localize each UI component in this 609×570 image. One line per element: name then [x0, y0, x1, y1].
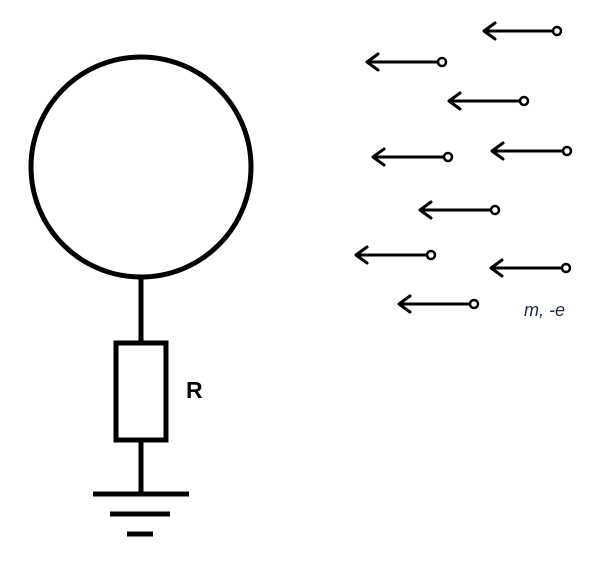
electron-particle	[436, 56, 448, 68]
electron-particle	[425, 249, 437, 261]
electron-arrow	[365, 52, 448, 72]
ground-symbol	[93, 491, 189, 537]
electron-particle	[551, 25, 563, 37]
electron-arrow	[490, 141, 573, 161]
arrow-head	[418, 200, 433, 220]
electron-arrow	[354, 245, 437, 265]
electron-particle	[561, 145, 573, 157]
arrow-head	[490, 141, 505, 161]
resistor	[113, 340, 169, 443]
electron-arrow	[397, 294, 480, 314]
arrow-head	[354, 245, 369, 265]
electron-arrow	[489, 258, 572, 278]
arrow-head	[489, 258, 504, 278]
resistor-label: R	[186, 377, 203, 403]
arrow-head	[365, 52, 380, 72]
arrow-head	[371, 147, 386, 167]
electron-particle	[468, 298, 480, 310]
electron-particle	[489, 204, 501, 216]
electron-arrow	[447, 91, 530, 111]
electron-arrow	[482, 21, 563, 41]
arrow-head	[397, 294, 412, 314]
electron-particle	[560, 262, 572, 274]
electron-arrow	[418, 200, 501, 220]
electron-beam	[354, 21, 573, 314]
electron-arrow	[371, 147, 454, 167]
arrow-head	[482, 21, 497, 41]
electron-particle	[518, 95, 530, 107]
conducting-sphere	[28, 54, 254, 280]
particle-label: m, -e	[524, 300, 565, 320]
arrow-head	[447, 91, 462, 111]
electron-particle	[442, 151, 454, 163]
